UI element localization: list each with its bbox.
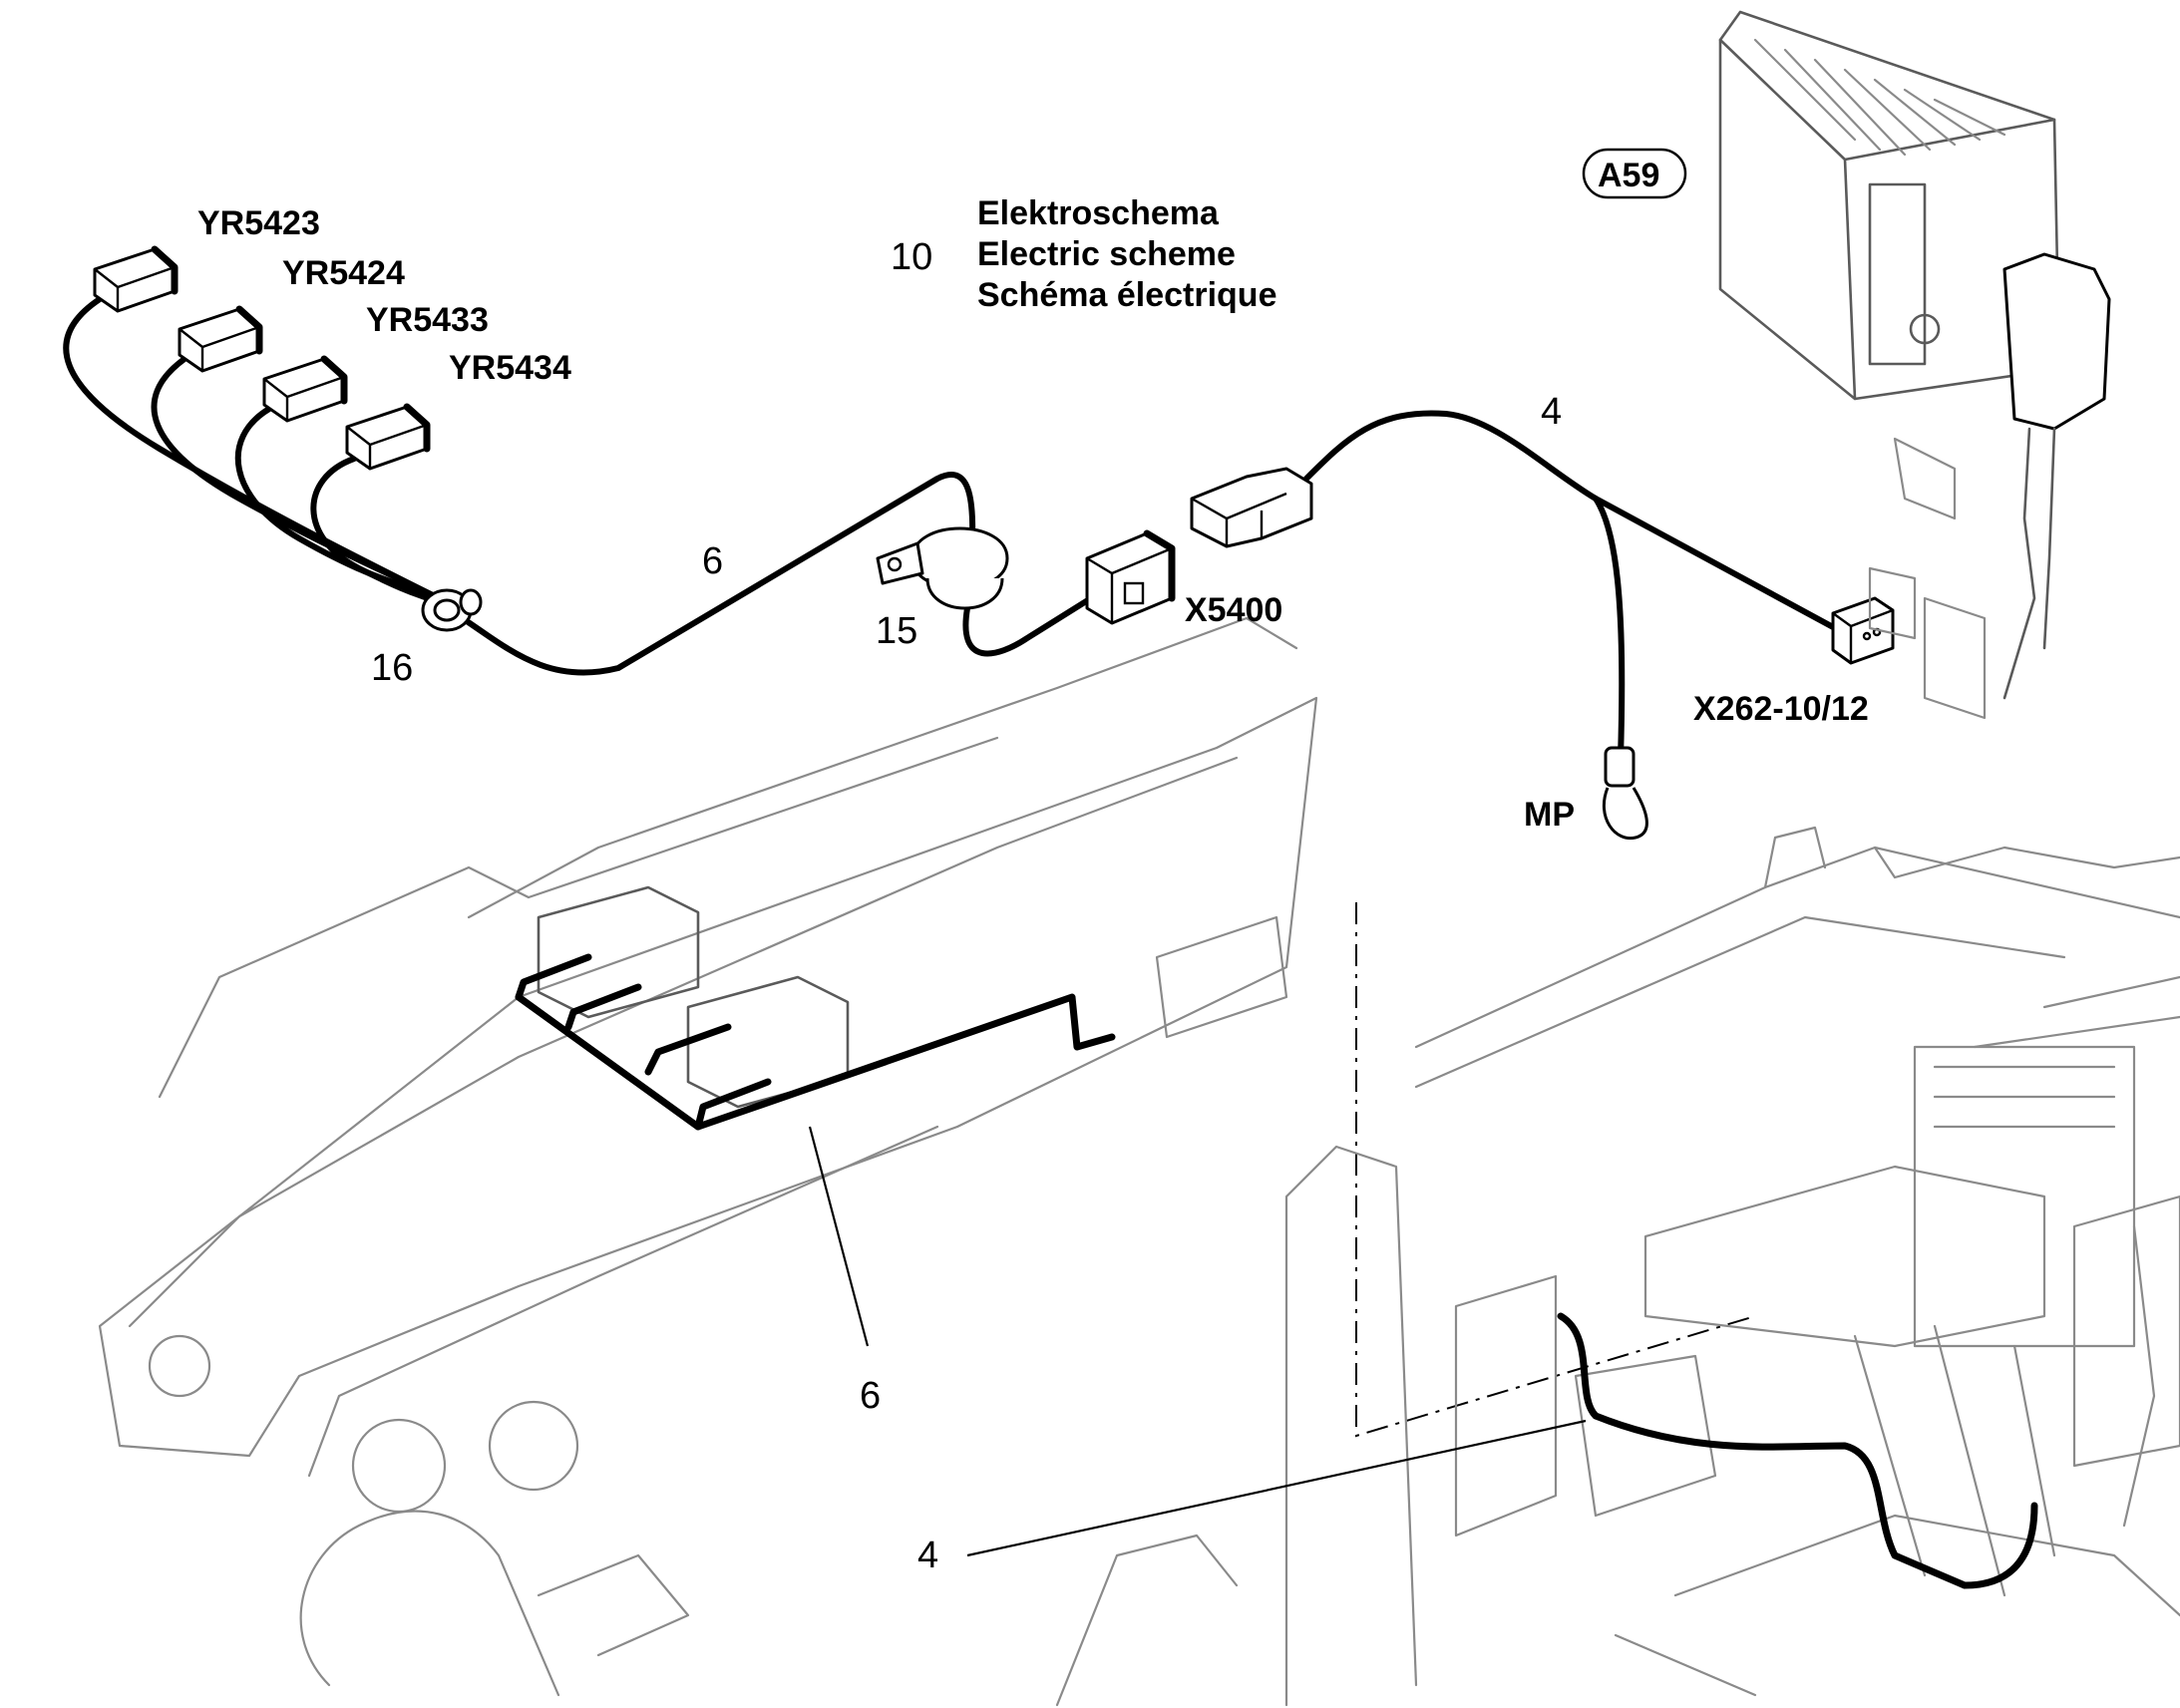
label-x5400: X5400 — [1185, 591, 1282, 629]
branch-yr5434 — [310, 456, 442, 606]
item-number-4-top: 4 — [1541, 391, 1562, 433]
ecu-a59 — [1718, 10, 2111, 720]
connector-mating — [1190, 467, 1313, 548]
label-yr5424: YR5424 — [282, 254, 405, 292]
frame-assembly-view — [966, 826, 2180, 1707]
ground-terminal-mp — [1602, 746, 1648, 841]
item-number-10: 10 — [891, 236, 932, 278]
leader-6-bottom — [808, 1126, 870, 1347]
frame-harness-4 — [1557, 1312, 2038, 1589]
scheme-title-de: Elektroschema — [977, 194, 1220, 232]
item-number-16: 16 — [371, 647, 413, 689]
item-number-6-top: 6 — [702, 540, 723, 582]
section-divider — [1355, 902, 1756, 1438]
connector-x262 — [1831, 596, 1895, 665]
label-yr5433: YR5433 — [366, 301, 489, 339]
label-yr5434: YR5434 — [449, 349, 571, 387]
connector-yr5433 — [262, 355, 348, 423]
connector-yr5423 — [93, 245, 179, 313]
branch-yr5424 — [151, 356, 442, 601]
harness-4 — [1303, 410, 1838, 631]
label-yr5423: YR5423 — [197, 204, 320, 242]
a59-badge — [1582, 148, 1687, 199]
item-number-15: 15 — [876, 610, 917, 652]
boom-harness-6 — [515, 993, 1116, 1131]
label-x262: X262-10/12 — [1693, 690, 1869, 728]
connector-x5400 — [1085, 529, 1176, 625]
label-a59: A59 — [1598, 157, 1659, 194]
connector-yr5434 — [345, 403, 431, 471]
boom-assembly-view — [98, 616, 1756, 1697]
label-mp: MP — [1524, 796, 1575, 834]
item-number-4-bottom: 4 — [917, 1535, 938, 1576]
harness-to-x5400 — [962, 585, 1110, 657]
scheme-title-fr: Schéma électrique — [977, 276, 1276, 314]
harness-main-run — [436, 472, 976, 676]
leader-4-bottom — [966, 1419, 1587, 1557]
connector-yr5424 — [178, 305, 263, 373]
harness-4-mp-branch — [1593, 496, 1626, 761]
grommet-16 — [421, 588, 483, 632]
item-number-6-bottom: 6 — [860, 1375, 881, 1417]
scheme-title-en: Electric scheme — [977, 235, 1236, 273]
harness-exploded-view — [63, 10, 2111, 841]
clamp-15 — [876, 526, 1009, 610]
